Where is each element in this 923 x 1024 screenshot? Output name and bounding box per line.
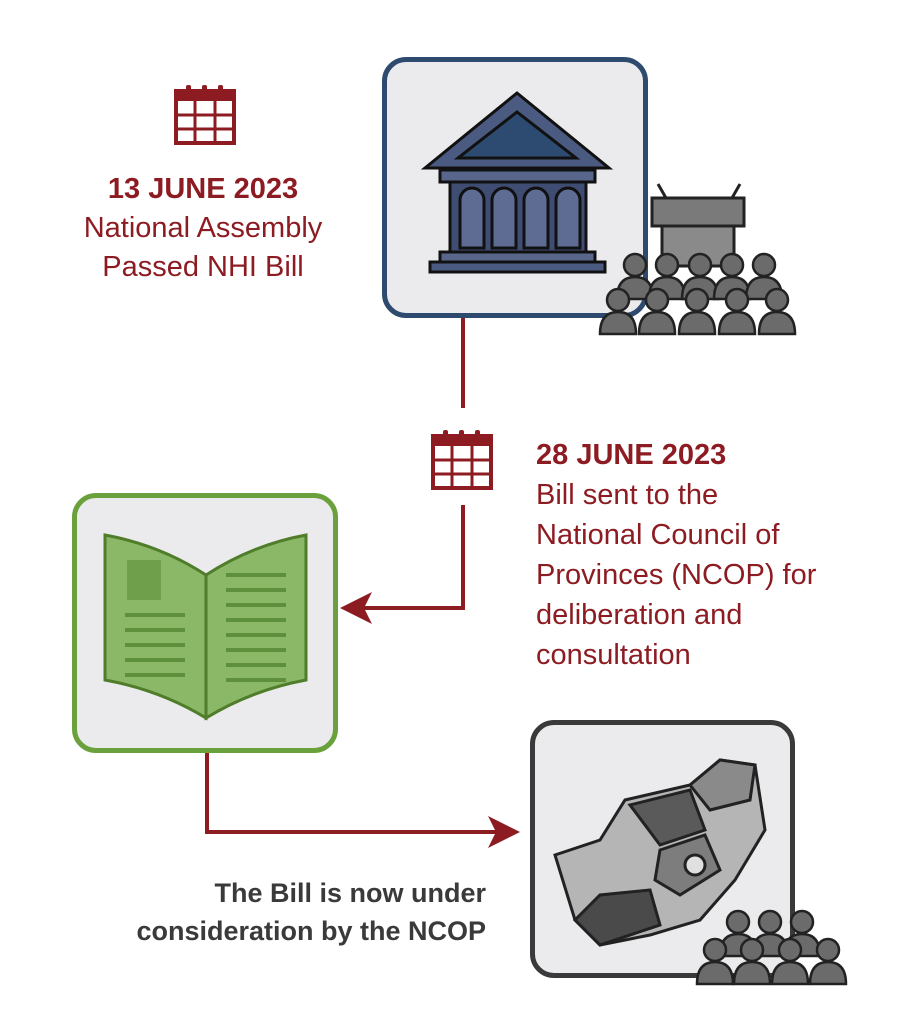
podium-audience-icon: [598, 183, 797, 336]
step-date: 13 JUNE 2023: [107, 173, 299, 205]
calendar-icon: [174, 83, 236, 145]
status-line: The Bill is now under: [214, 878, 486, 908]
step-national-assembly-text: 13 JUNE 2023 National Assembly Passed NH…: [30, 170, 376, 287]
step-line: National Assembly: [83, 212, 323, 244]
step-date: 28 JUNE 2023: [536, 439, 727, 471]
connector-arrow: [205, 318, 500, 834]
calendar-icon: [431, 428, 493, 490]
arrow-head-icon: [340, 592, 372, 624]
step-line: National Council of: [536, 519, 780, 551]
current-status-text: The Bill is now under consideration by t…: [40, 874, 486, 950]
arrow-head-icon: [488, 816, 520, 848]
open-book-icon: [103, 533, 308, 721]
south-africa-map-icon: [553, 758, 767, 947]
status-line: consideration by the NCOP: [136, 916, 486, 946]
step-line: Provinces (NCOP) for: [536, 559, 817, 591]
step-ncop-text: 28 JUNE 2023 Bill sent to the National C…: [536, 435, 916, 675]
ncop-audience-icon: [695, 909, 848, 986]
parliament-building-icon: [420, 91, 614, 274]
step-line: consultation: [536, 639, 691, 671]
step-line: deliberation and: [536, 599, 743, 631]
step-line: Passed NHI Bill: [102, 251, 304, 283]
step-line: Bill sent to the: [536, 479, 719, 511]
